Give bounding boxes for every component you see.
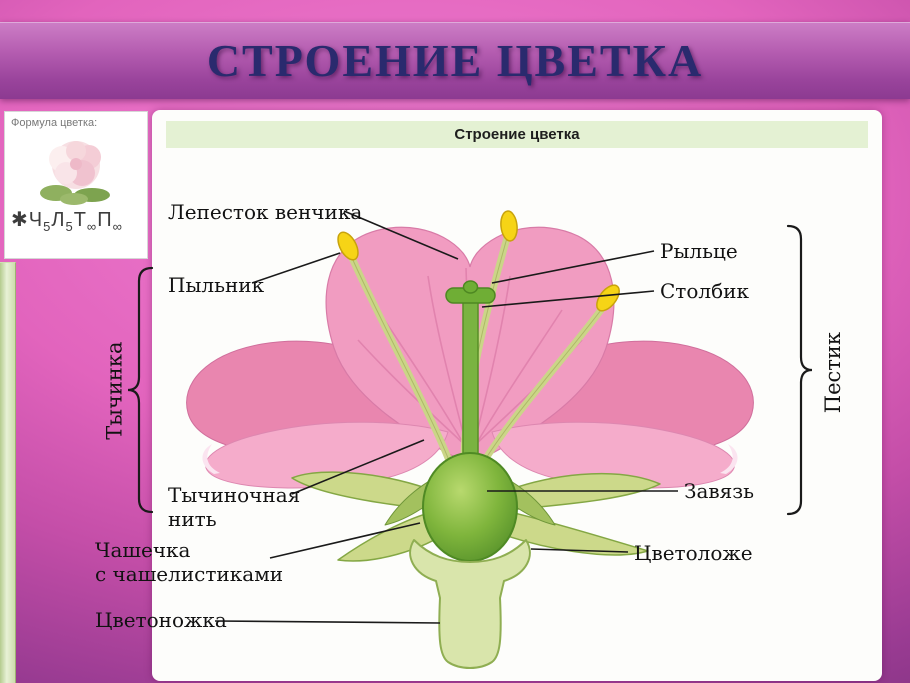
label-calyx-line1: Чашечка [95,538,191,562]
label-petal: Лепесток венчика [168,200,363,224]
label-pistil: Пестик [821,331,846,414]
formula-label: Формула цветка: [11,117,98,129]
label-stamen: Тычинка [102,341,127,440]
label-ovary: Завязь [684,479,755,503]
label-filament: Тычиночная нить [168,483,300,531]
diagram-title-text: Строение цветка [454,126,580,143]
flower-formula-text: ✱Ч5Л5Т∞П∞ [11,209,123,234]
formula-asterisk: ✱ [11,209,29,231]
label-style: Столбик [660,279,749,303]
label-anther: Пыльник [168,273,265,297]
left-decor-stripe [0,262,16,683]
title-banner: СТРОЕНИЕ ЦВЕТКА [0,22,910,99]
label-receptacle: Цветоложе [634,541,753,565]
label-pedicel: Цветоножка [95,608,227,632]
label-calyx: Чашечка с чашелистиками [95,538,283,586]
slide-title: СТРОЕНИЕ ЦВЕТКА [206,35,704,86]
diagram-title-bar: Строение цветка [166,121,868,148]
label-calyx-line2: с чашелистиками [95,562,284,586]
label-filament-line2: нить [168,507,217,531]
flower-photo [40,141,110,205]
flower-formula-box: Формула цветка: ✱Ч5Л5Т∞П∞ [4,111,148,259]
diagram-panel: Строение цветка [152,110,882,681]
label-filament-line1: Тычиночная [168,483,301,507]
label-stigma: Рыльце [660,239,738,263]
stamen-brace [127,266,154,514]
